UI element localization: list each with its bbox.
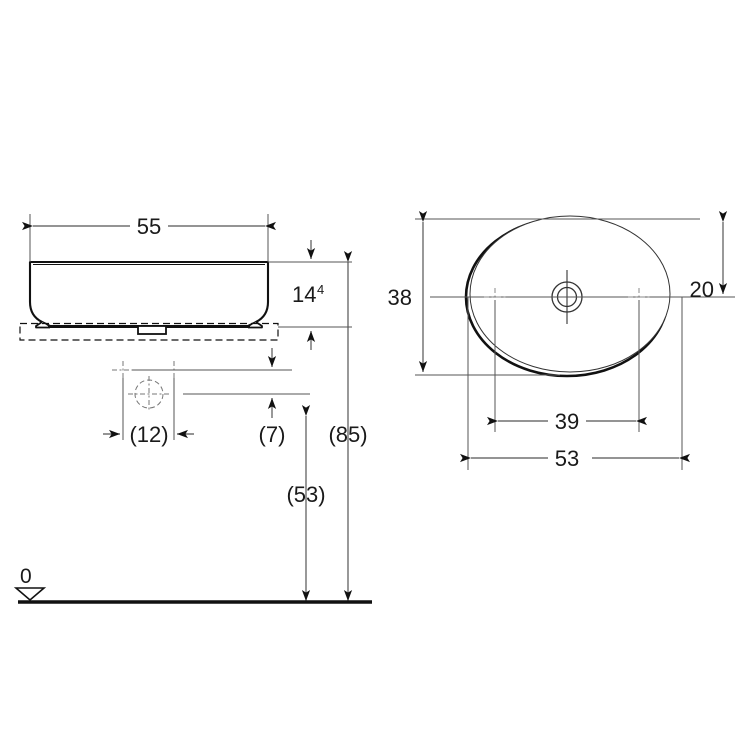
dimension-label-55: 55 [137, 214, 161, 239]
dimension-label-38: 38 [388, 285, 412, 310]
dimension-width-55: 55 [22, 214, 276, 262]
front-elevation-view: 55 14 4 [13, 214, 372, 604]
dimension-label-20: 20 [690, 277, 714, 302]
dimension-outer-width-53: 53 [460, 297, 690, 471]
datum-zero-marker: 0 [13, 565, 47, 602]
dimension-rear-offset-20: 20 [690, 211, 728, 302]
dimension-inner-width-39: 39 [487, 300, 647, 434]
dimension-label-53: (53) [286, 482, 325, 507]
top-plan-view: 38 20 39 53 [388, 211, 735, 471]
dimension-label-39: 39 [555, 409, 579, 434]
dimension-height-14-4: 14 4 [268, 240, 352, 350]
dimension-label-14-superscript: 4 [317, 282, 324, 297]
datum-zero-label: 0 [20, 565, 32, 588]
dimension-label-14: 14 [292, 282, 316, 307]
dimension-depth-38: 38 [388, 211, 700, 376]
basin-inner-rim-ellipse [469, 215, 671, 373]
dimension-offset-12: (12) [103, 378, 194, 447]
dimension-label-12: (12) [129, 422, 168, 447]
dimension-gap-7: (7) [132, 348, 310, 447]
dimension-label-7: (7) [259, 422, 286, 447]
datum-triangle-icon [13, 587, 47, 602]
dimension-label-53: 53 [555, 446, 579, 471]
dimension-mount-height-53: (53) [286, 405, 326, 601]
dimension-label-85: (85) [328, 422, 367, 447]
counter-cutout-hidden-outline [19, 322, 279, 341]
dimension-total-height-85: (85) [328, 251, 368, 601]
basin-profile-outline [28, 260, 270, 335]
